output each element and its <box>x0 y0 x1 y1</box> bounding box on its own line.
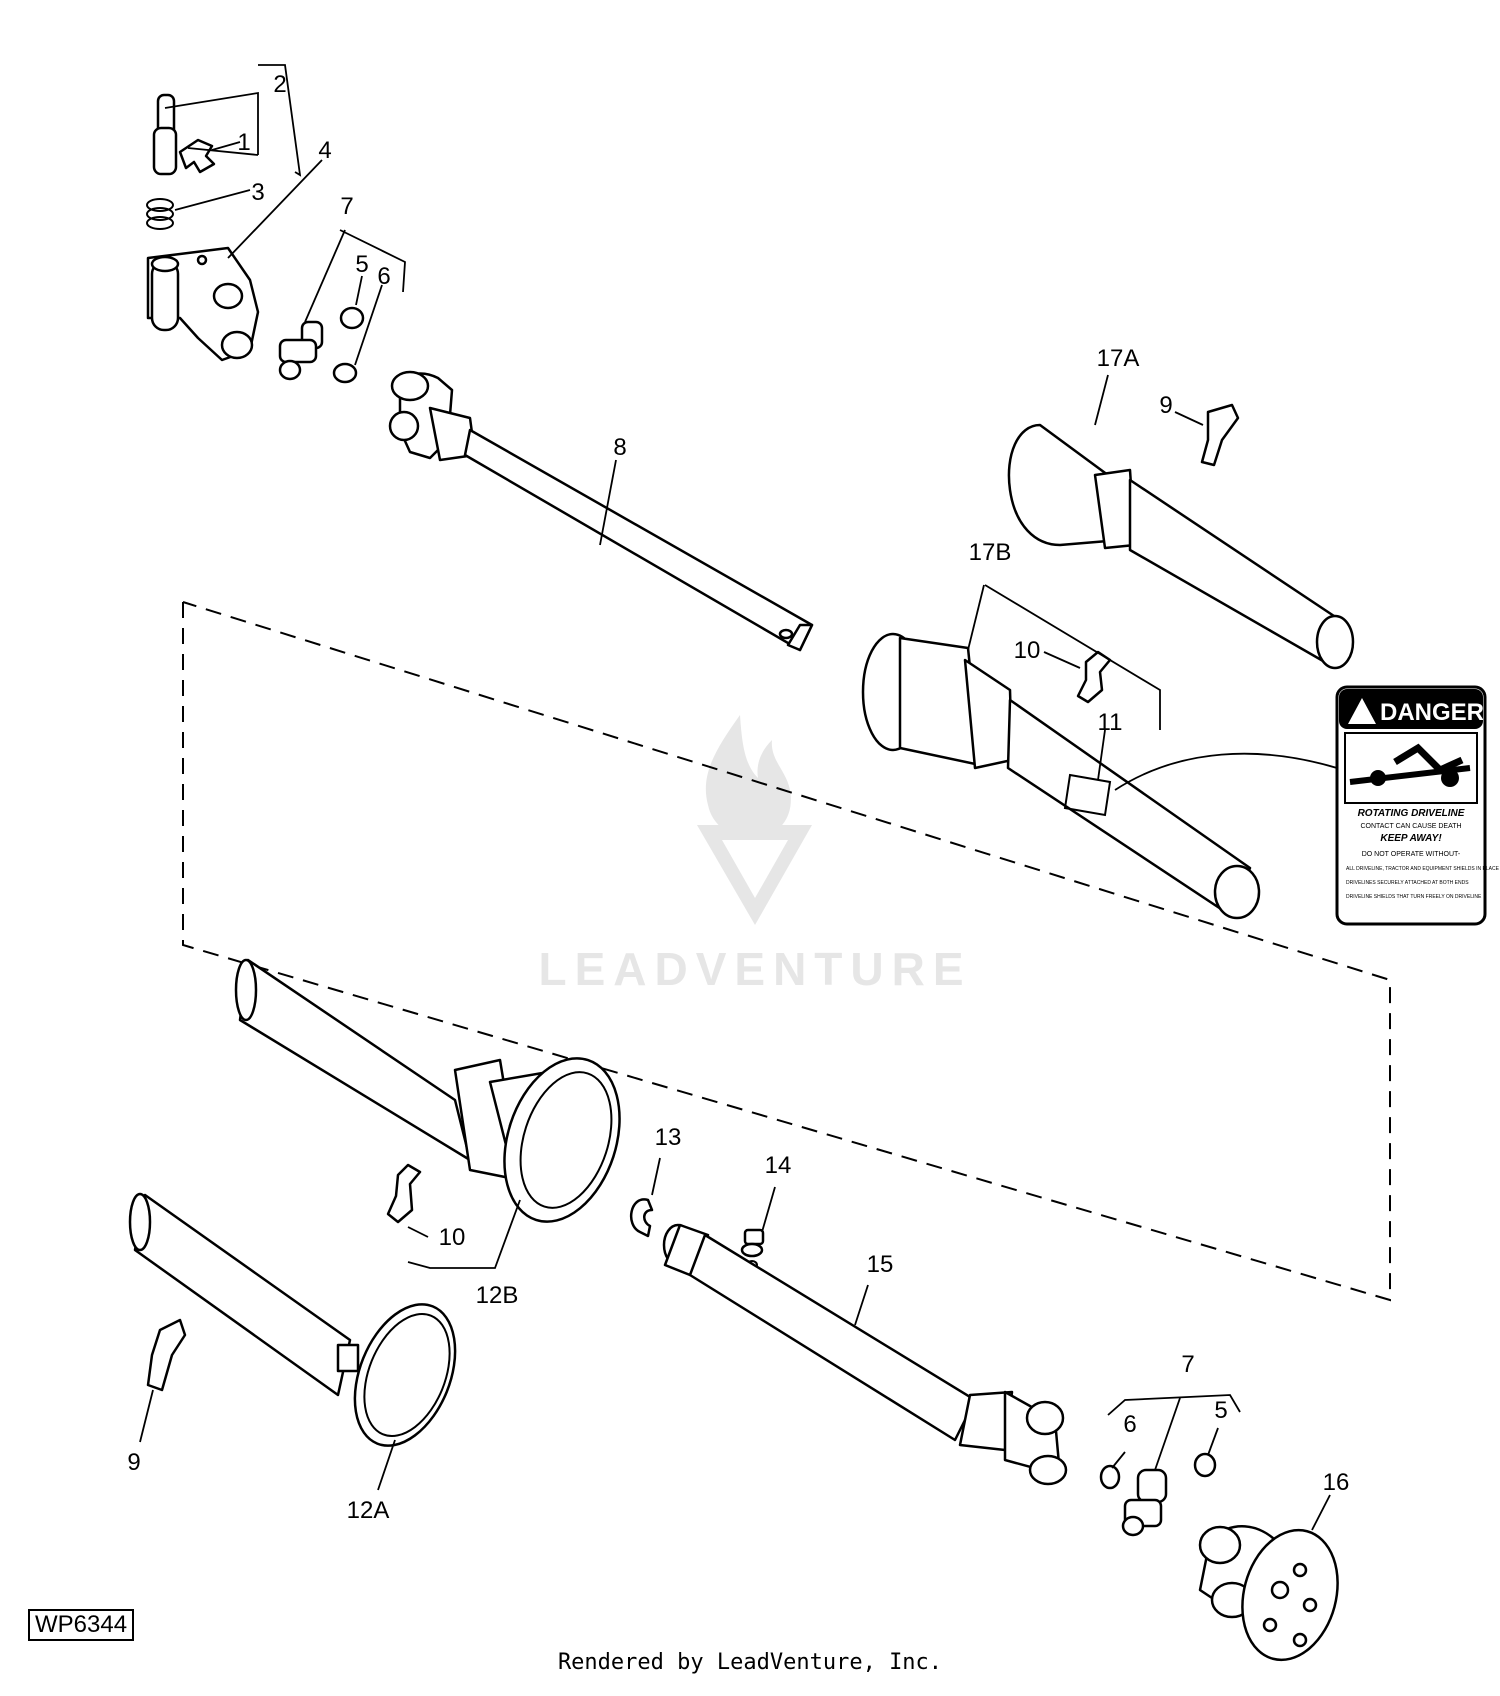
decal-line2: CONTACT CAN CAUSE DEATH <box>1360 823 1461 830</box>
diagram-code-box: WP6344 <box>28 1609 135 1641</box>
danger-decal-11: DANGER ROTATING DRIVELINE CONTACT CAN CA… <box>1335 685 1500 926</box>
decal-line3: KEEP AWAY! <box>1380 833 1442 844</box>
watermark-text: LEADVENTURE <box>538 943 971 995</box>
callout-12B: 12B <box>476 1282 519 1309</box>
spring-3 <box>146 198 174 230</box>
callout-10-lower: 10 <box>439 1224 466 1251</box>
cross-bearing-7-lower <box>1121 1468 1168 1537</box>
callout-11: 11 <box>1098 709 1123 736</box>
clip-1 <box>178 138 216 174</box>
fitting-6-lower <box>1099 1464 1121 1490</box>
watermark-flame-icon <box>705 715 791 838</box>
decal-bullet-1: ALL DRIVELINE, TRACTOR AND EQUIPMENT SHI… <box>1346 866 1500 872</box>
callout-7-lower: 7 <box>1181 1351 1194 1378</box>
cross-bearing-7 <box>278 320 324 381</box>
watermark-logo: LEADVENTURE <box>538 715 971 995</box>
ring-5 <box>339 306 365 330</box>
entanglement-pictogram-icon <box>1349 743 1471 787</box>
inner-shaft-8 <box>388 370 814 652</box>
watermark-v-icon <box>697 825 812 925</box>
callout-6-lower: 6 <box>1123 1411 1136 1438</box>
callout-17B: 17B <box>969 539 1012 566</box>
decal-header: DANGER <box>1380 699 1484 726</box>
callout-8: 8 <box>613 434 626 461</box>
callout-5-lower: 5 <box>1214 1397 1227 1424</box>
leader-lines <box>139 64 1331 1531</box>
callout-9-upper: 9 <box>1159 392 1172 419</box>
callout-6: 6 <box>377 263 390 290</box>
decal-leader-arrow <box>1114 752 1338 791</box>
callout-14: 14 <box>765 1152 792 1179</box>
fitting-6 <box>332 362 358 384</box>
warning-triangle-icon <box>1348 698 1376 724</box>
clip-9-upper <box>1200 403 1240 467</box>
snap-ring-13 <box>629 1198 654 1238</box>
callout-15: 15 <box>867 1251 894 1278</box>
callout-5: 5 <box>355 251 368 278</box>
clip-10-upper <box>1076 650 1112 704</box>
decal-bullet-2: DRIVELINES SECURELY ATTACHED AT BOTH END… <box>1346 880 1469 886</box>
decal-line4: DO NOT OPERATE WITHOUT- <box>1362 851 1461 858</box>
pin-2 <box>152 93 178 176</box>
callout-13: 13 <box>655 1124 682 1151</box>
callout-16: 16 <box>1323 1469 1350 1496</box>
shield-12B <box>234 958 621 1223</box>
clip-10-lower <box>386 1163 422 1224</box>
callout-12A: 12A <box>347 1497 390 1524</box>
footer-credit: Rendered by LeadVenture, Inc. <box>557 1650 943 1675</box>
callout-17A: 17A <box>1097 345 1140 372</box>
group-frame-dashed <box>182 601 1391 1302</box>
shield-17A <box>1007 423 1355 670</box>
yoke-4 <box>146 246 260 362</box>
shield-12A <box>128 1192 457 1447</box>
callout-7: 7 <box>340 193 353 220</box>
callout-4: 4 <box>318 137 331 164</box>
shield-17B <box>861 632 1261 920</box>
decal-title: ROTATING DRIVELINE <box>1358 808 1465 819</box>
ring-5-lower <box>1193 1452 1217 1478</box>
callout-2: 2 <box>273 71 286 98</box>
callout-labels: 1 2 3 4 5 6 7 8 9 10 11 17A 17B 13 14 15… <box>127 71 1349 1524</box>
callout-1: 1 <box>237 129 250 156</box>
fitting-14 <box>740 1228 765 1270</box>
clip-9-lower <box>146 1318 187 1392</box>
decal-bullet-3: DRIVELINE SHIELDS THAT TURN FREELY ON DR… <box>1346 894 1482 900</box>
callout-3: 3 <box>251 179 264 206</box>
callout-10-upper: 10 <box>1014 637 1041 664</box>
callout-9-lower: 9 <box>127 1449 140 1476</box>
flange-yoke-16 <box>1198 1525 1339 1662</box>
outer-shaft-15 <box>662 1223 1068 1486</box>
